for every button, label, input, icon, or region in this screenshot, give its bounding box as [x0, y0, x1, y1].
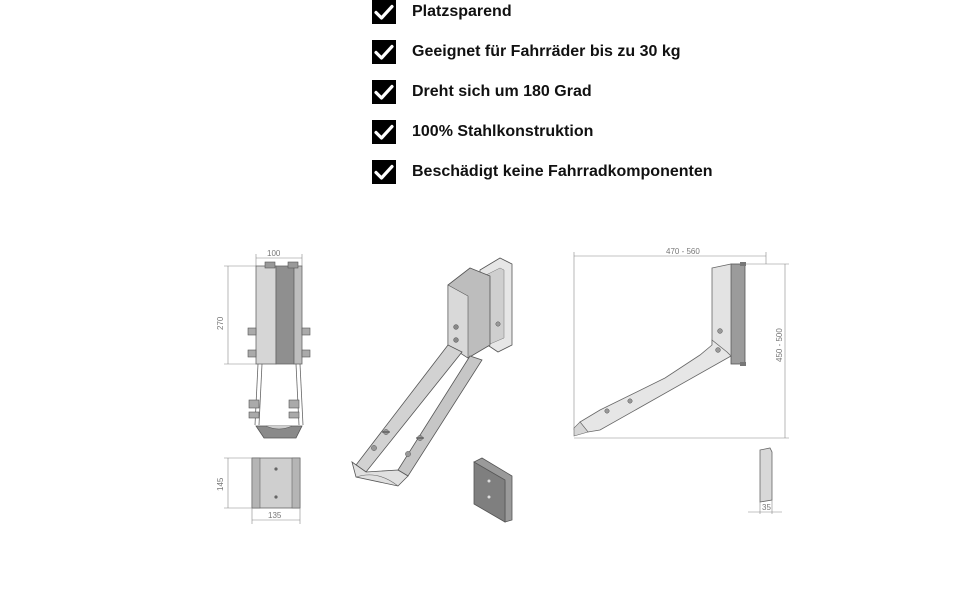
checkmark-icon — [372, 80, 396, 104]
feature-item: Dreht sich um 180 Grad — [372, 80, 592, 104]
feature-label: Geeignet für Fahrräder bis zu 30 kg — [412, 43, 681, 60]
feature-label: Dreht sich um 180 Grad — [412, 83, 592, 100]
dim-front-height: 270 — [216, 316, 225, 330]
dim-side-height: 450 - 500 — [775, 328, 784, 362]
feature-item: Beschädigt keine Fahrradkomponenten — [372, 160, 713, 184]
feature-label: 100% Stahlkonstruktion — [412, 123, 594, 140]
feature-item: Platzsparend — [372, 0, 512, 24]
checkmark-icon — [372, 160, 396, 184]
checkmark-icon — [372, 40, 396, 64]
front-view: 100 270 — [216, 249, 311, 439]
dim-profile-depth: 35 — [762, 503, 771, 512]
isometric-view — [351, 257, 513, 487]
dim-plate-height: 145 — [216, 477, 225, 491]
feature-label: Platzsparend — [412, 3, 512, 20]
wall-plate-view: 145 135 — [216, 457, 301, 524]
dim-plate-width: 135 — [268, 511, 282, 520]
dim-side-length: 470 - 560 — [666, 247, 700, 256]
checkmark-icon — [372, 0, 396, 24]
mounting-plate-iso — [473, 457, 513, 523]
feature-item: 100% Stahlkonstruktion — [372, 120, 593, 144]
side-view: 470 - 560 450 - 500 35 — [573, 247, 789, 514]
feature-item: Geeignet für Fahrräder bis zu 30 kg — [372, 40, 681, 64]
checkmark-icon — [372, 120, 396, 144]
dim-front-width: 100 — [267, 249, 281, 258]
feature-label: Beschädigt keine Fahrradkomponenten — [412, 163, 713, 180]
